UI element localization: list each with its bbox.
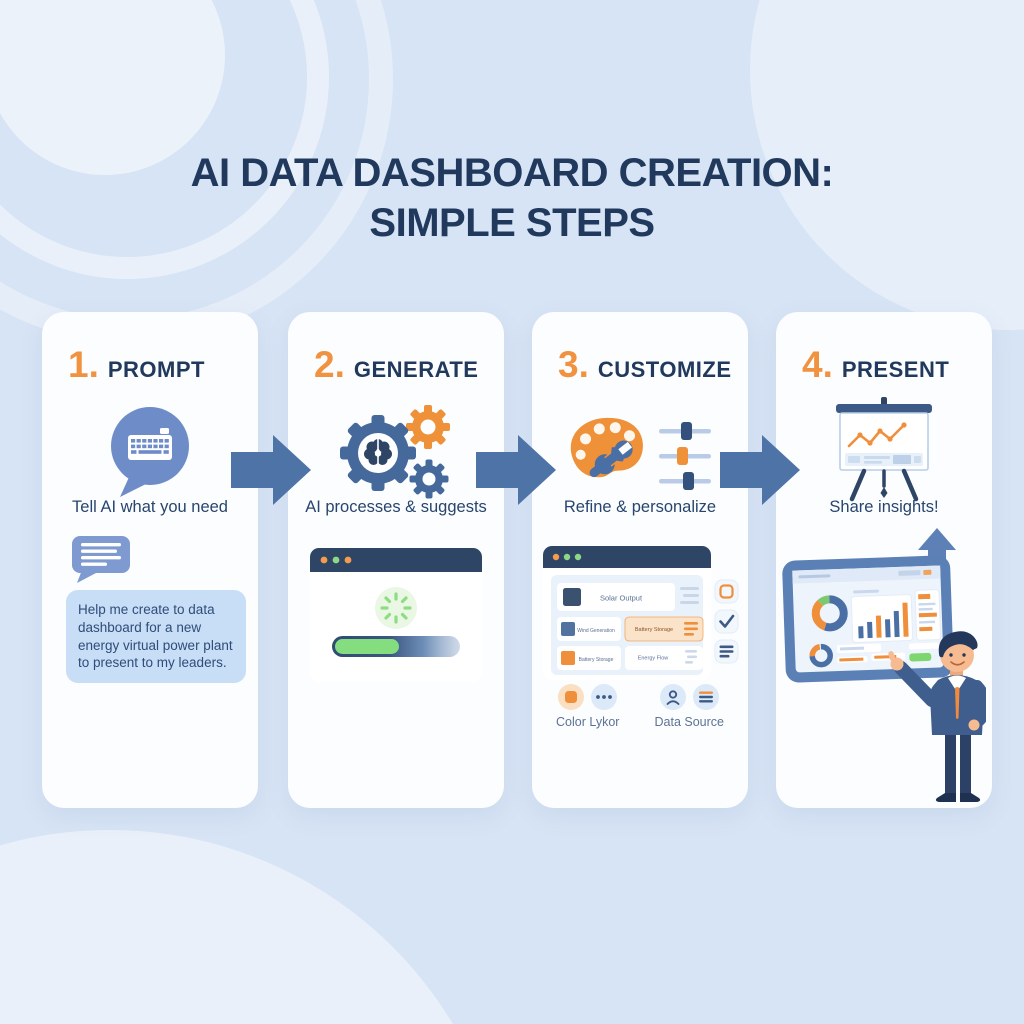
palette-wrench-sliders-icon (532, 392, 748, 510)
step-label: GENERATE (353, 357, 479, 382)
step-description: AI processes & suggests (305, 498, 487, 516)
step-header: 4. PRESENT (802, 344, 949, 386)
step-number: 3. (558, 344, 589, 385)
option-label: Color Lykor (556, 715, 620, 729)
step-card-present: 4. PRESENT (776, 312, 992, 808)
chat-message: Help me create to data dashboard for a n… (66, 590, 246, 684)
palette-chip-icon (714, 579, 739, 604)
step-header: 2. GENERATE (314, 344, 478, 386)
step-description: Tell AI what you need (72, 498, 228, 516)
step-number: 1. (68, 344, 99, 385)
step-number: 4. (802, 344, 833, 385)
step-card-customize: 3. CUSTOMIZE (532, 312, 748, 808)
customize-options: Color Lykor (532, 684, 748, 729)
option-data-source: Data Source (655, 684, 724, 729)
step-description: Share insights! (829, 498, 939, 516)
step-header: 1. PROMPT (68, 344, 205, 386)
page-title: AI DATA DASHBOARD CREATION: SIMPLE STEPS (0, 148, 1024, 248)
title-line-2: SIMPLE STEPS (369, 201, 655, 245)
panel-row1-label: Solar Output (600, 594, 643, 603)
decor-circle (0, 830, 510, 1024)
title-line-1: AI DATA DASHBOARD CREATION: (190, 151, 834, 195)
panel-row3-left-label: Battery Storage (579, 657, 614, 663)
presentation-easel-icon (776, 392, 992, 510)
dots-icon (591, 684, 618, 710)
list-icon (714, 639, 739, 664)
decor-ring (880, 980, 1024, 1024)
presenter-man (888, 631, 992, 802)
step-label: CUSTOMIZE (597, 357, 732, 382)
panel-row3-right-label: Energy Flow (638, 656, 669, 662)
speech-bubble-keyboard-icon (42, 392, 258, 510)
step-description: Refine & personalize (563, 498, 717, 516)
option-color: Color Lykor (556, 684, 619, 729)
palette-swatch-icon (558, 684, 585, 710)
step-card-prompt: 1. PROMPT Tell AI what you need (42, 312, 258, 808)
user-icon (659, 684, 686, 710)
checkmark-icon (714, 609, 739, 634)
presenter-dashboard-illustration (782, 528, 992, 825)
list-lines-icon (692, 684, 719, 710)
step-label: PRESENT (841, 357, 950, 382)
step-header: 3. CUSTOMIZE (558, 344, 732, 386)
option-label: Data Source (654, 715, 724, 729)
message-lines-icon (70, 534, 134, 589)
step-label: PROMPT (107, 357, 205, 382)
panel-row2-right-label: Battery Storage (635, 627, 673, 633)
step-card-generate: 2. GENERATE (288, 312, 504, 808)
brain-gears-icon (288, 392, 504, 510)
step-number: 2. (314, 344, 345, 385)
customize-panel-illustration: Solar Output Wind Generation Battery Sto… (543, 546, 739, 691)
loading-window-illustration (310, 548, 482, 687)
panel-row2-left-label: Wind Generation (577, 628, 615, 634)
